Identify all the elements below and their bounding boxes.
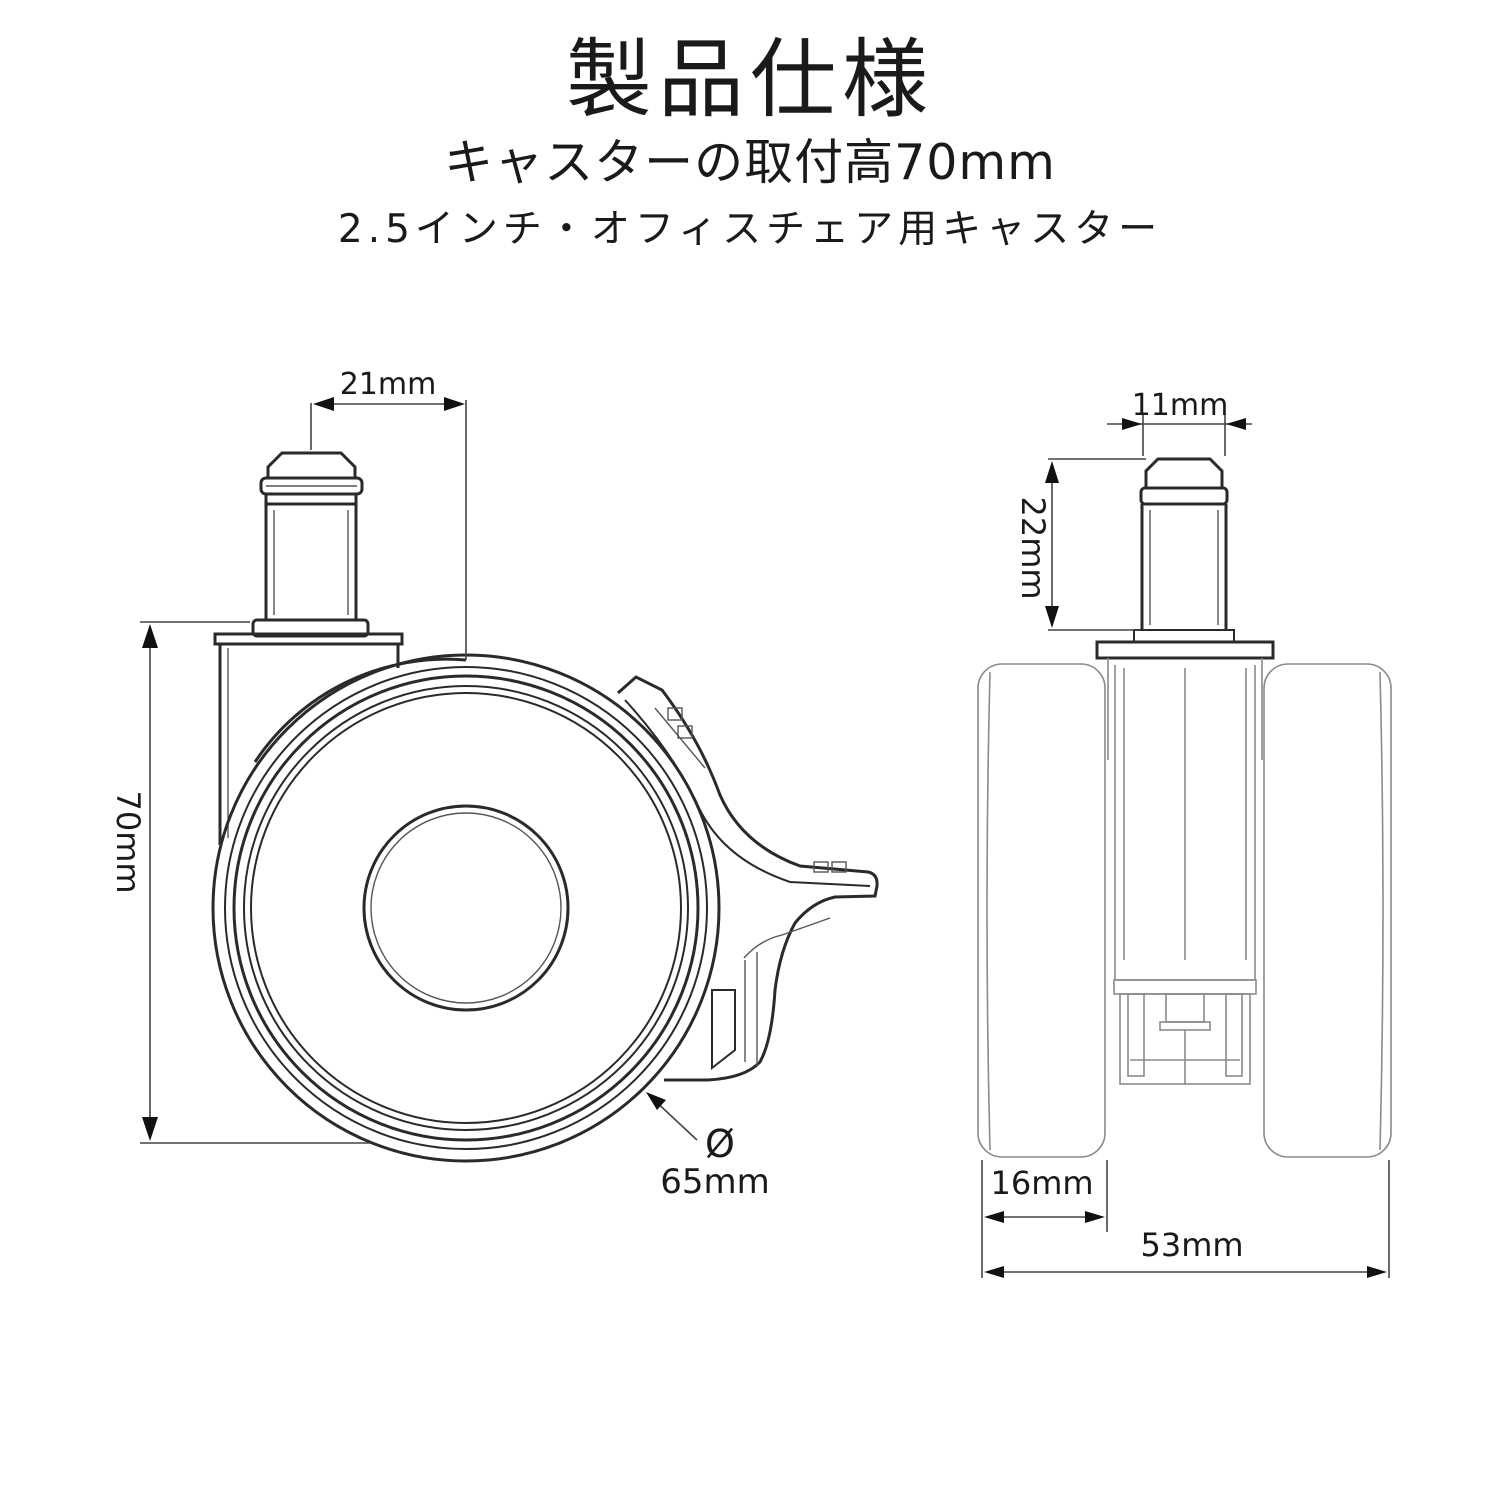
total-width-label: 53mm	[1140, 1226, 1243, 1264]
side-housing	[213, 632, 467, 845]
stem-width-label: 21mm	[340, 367, 437, 402]
stem-diameter-label: 11mm	[1132, 388, 1229, 423]
dim-diameter: Ø 65mm	[646, 1092, 770, 1202]
stem-length-label: 22mm	[1014, 496, 1052, 599]
diameter-label: 65mm	[660, 1162, 770, 1202]
dim-wheel-width: 16mm	[981, 1160, 1108, 1232]
front-wheel-left	[977, 663, 1106, 1158]
wheel-hub	[362, 804, 570, 1012]
side-wheel	[211, 653, 721, 1163]
product-caption: 2.5インチ・オフィスチェア用キャスター	[337, 207, 1163, 252]
diameter-symbol: Ø	[705, 1122, 735, 1166]
front-stem	[1133, 457, 1235, 643]
dim-height: 70mm	[109, 621, 370, 1144]
dim-stem-width: 21mm	[310, 367, 467, 660]
page-title: 製品仕様	[566, 30, 934, 130]
side-stem	[251, 451, 370, 638]
dim-total-width: 53mm	[981, 1160, 1390, 1278]
page-subtitle: キャスターの取付高70mm	[444, 134, 1056, 191]
dim-stem-length: 22mm	[1014, 458, 1146, 631]
height-label: 70mm	[109, 790, 147, 893]
side-view: 21mm 70mm Ø 65mm	[109, 367, 879, 1202]
dim-stem-diameter: 11mm	[1107, 388, 1252, 456]
front-view: 11mm 22mm 16mm 53mm	[977, 388, 1392, 1278]
front-fork	[1095, 640, 1275, 1085]
front-wheel-right	[1263, 663, 1392, 1158]
brake-lever	[617, 675, 879, 1082]
wheel-width-label: 16mm	[990, 1164, 1093, 1202]
